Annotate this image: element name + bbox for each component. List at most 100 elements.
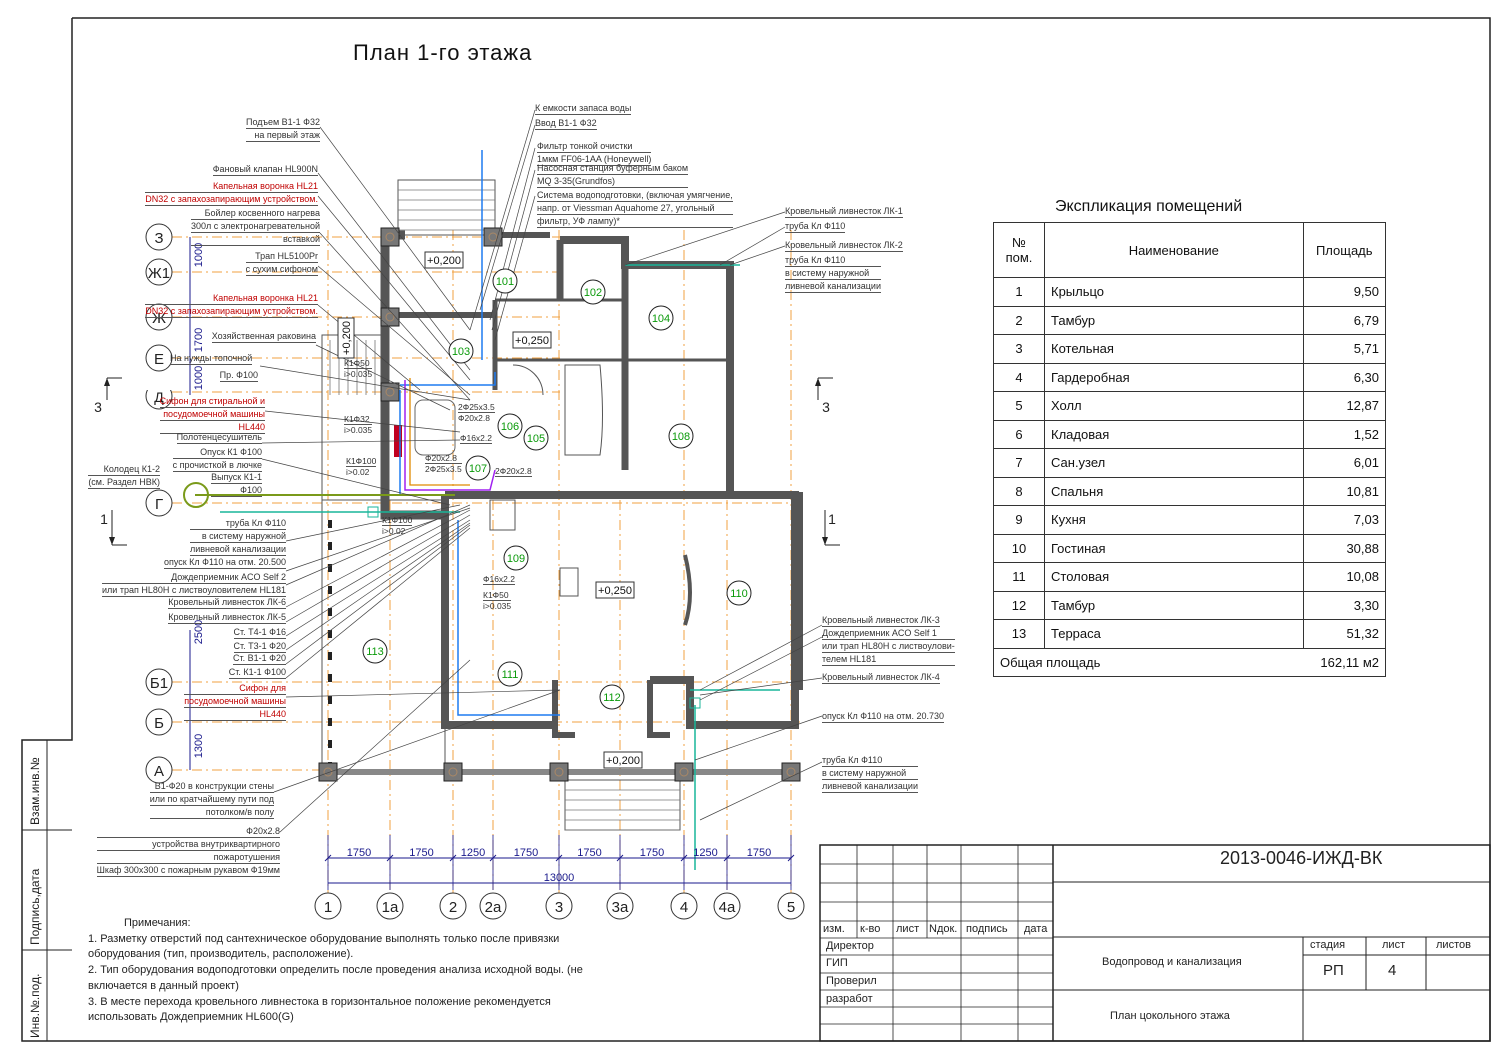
pipe-label-line: i>0.02 <box>382 526 406 536</box>
pipe-label-line: Ф20х2.8 <box>425 453 462 464</box>
axis-label-letter: Д <box>154 389 164 405</box>
callout-line: Шкаф 300х300 с пожарным рукавом Ф19мм <box>96 865 280 877</box>
sheet-label: лист <box>1382 939 1406 951</box>
room-bubble <box>668 423 694 449</box>
callout-line: Пр. Ф100 <box>219 370 258 382</box>
axis-label-letter: А <box>154 763 164 780</box>
room-bubble <box>492 268 518 294</box>
axis-bubble <box>145 756 173 784</box>
callout-line: Ст. К1-1 Ф100 <box>228 667 286 679</box>
top-callout: К емкости запаса воды <box>535 102 632 115</box>
stamp-label: Подпись,дата <box>28 868 42 945</box>
callout-line: DN32 с запахозапирающим устройством. <box>145 306 318 318</box>
room-bubble <box>503 545 529 571</box>
note-line: 2. Тип оборудования водоподготовки опред… <box>88 964 583 977</box>
room-area-cell: 6,79 <box>1302 305 1386 335</box>
callout-line: Выпуск К1-1 <box>211 472 262 484</box>
notes: Примечания: 1. Разметку отверстий под са… <box>88 916 583 1026</box>
callout-line: труба Кл Ф110 <box>190 517 286 530</box>
room-number-cell: 11 <box>993 562 1045 592</box>
room-number-cell: 8 <box>993 476 1045 506</box>
axis-bubble <box>145 258 173 286</box>
axis-bubble <box>713 892 741 920</box>
room-name-cell: Кладовая <box>1044 419 1304 449</box>
room-name-cell: Гостиная <box>1044 533 1304 563</box>
callout-line: Фильтр тонкой очистки <box>537 140 652 153</box>
dimension-label-vertical: 1000 <box>193 243 205 267</box>
callout-line: в систему наружной <box>190 530 286 543</box>
callout-line: фильтр, УФ лампу)* <box>537 215 733 228</box>
axis-bubble <box>145 223 173 251</box>
column-header: к-во <box>860 923 881 935</box>
room-bubble <box>497 661 523 687</box>
dimension-label-vertical: 1300 <box>193 734 205 758</box>
arrow-up-icon <box>104 378 110 386</box>
spiral-stair <box>564 364 603 456</box>
dimension-label: 1750 <box>409 847 433 859</box>
stamp-label: Взам.инв.№ <box>28 757 42 825</box>
axis-label-letter: Г <box>155 496 163 513</box>
callout-line: Кровельный ливнесток ЛК-1 <box>785 206 903 218</box>
leader-line <box>317 195 471 381</box>
pipe-label: 2Ф20х2.8 <box>495 466 532 477</box>
room-number-cell: 13 <box>993 619 1045 649</box>
total-label: Общая площадь <box>993 647 1303 677</box>
right-callout: Кровельный ливнесток ЛК-4 <box>822 671 940 684</box>
callout-line: Сифон для стиральной и <box>159 396 265 408</box>
fireplace-arc <box>683 554 692 626</box>
leader-line <box>279 659 471 833</box>
column <box>380 307 400 327</box>
note-line: 1. Разметку отверстий под сантехническое… <box>88 932 560 945</box>
dimension-tick <box>449 854 457 862</box>
callout-line: Кровельный ливнесток ЛК-3 <box>822 615 940 627</box>
signature-role: Директор <box>826 940 874 952</box>
rain-inlet <box>689 697 701 709</box>
callout-line: Кровельный ливнесток ЛК-5 <box>168 612 286 624</box>
left-callout: Фановый клапан HL900N <box>212 163 318 176</box>
leader-line <box>699 761 823 821</box>
axis-bubble <box>545 892 573 920</box>
leader-line <box>285 509 471 608</box>
room-name-cell: Крыльцо <box>1044 277 1304 307</box>
callout-line: Подъем В1-1 Ф32 <box>245 117 320 129</box>
room-number-cell: 9 <box>993 505 1045 535</box>
callout-line: посудомоечной машины <box>159 408 265 421</box>
axis-bubble <box>376 892 404 920</box>
well-k1-2 <box>183 482 209 508</box>
pipe-label-line: i>0.035 <box>344 425 373 435</box>
room-number-cell: 1 <box>993 277 1045 307</box>
room-number: 113 <box>366 646 384 658</box>
room-bubble <box>726 580 752 606</box>
right-callout: Кровельный ливнесток ЛК-3 <box>822 614 940 627</box>
callout-line: потолком/в полу <box>149 806 274 819</box>
mask <box>140 382 180 390</box>
column-center <box>385 232 395 242</box>
room-bubble <box>448 338 474 364</box>
title-block-frame <box>819 844 1491 1042</box>
room-name-cell: Тамбур <box>1044 305 1304 335</box>
porch-south <box>564 779 681 831</box>
room-number: 110 <box>730 588 748 600</box>
callout-line: с сухим сифоном <box>245 264 318 276</box>
left-callout: Кровельный ливнесток ЛК-6 <box>168 596 286 609</box>
left-callout: Ст. Т4-1 Ф16 <box>233 626 286 639</box>
room-area-cell: 7,03 <box>1302 505 1386 535</box>
pipe-label-line: К1Ф50 <box>483 590 512 601</box>
dimension-label: 1750 <box>514 847 538 859</box>
room-number-cell: 3 <box>993 334 1045 364</box>
leader-line <box>699 624 823 691</box>
callout-line: Ввод В1-1 Ф32 <box>535 118 597 130</box>
dimension-label: 1750 <box>747 847 771 859</box>
callout-line: труба Кл Ф110 <box>785 254 881 267</box>
axis-label-number: 5 <box>787 899 795 916</box>
section-mark-label: 3 <box>94 399 102 415</box>
room-number-cell: 12 <box>993 590 1045 620</box>
room-number: 101 <box>496 276 514 288</box>
